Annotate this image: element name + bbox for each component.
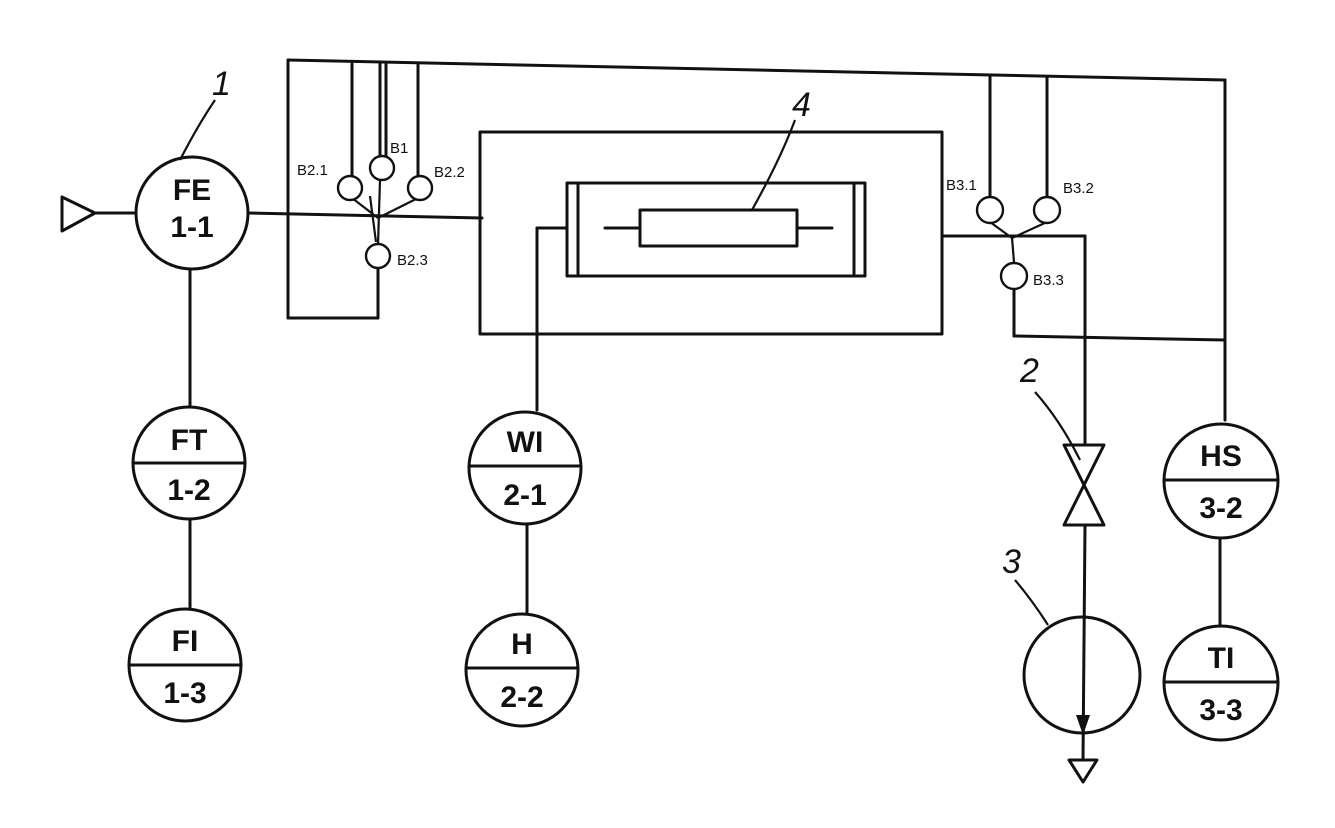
instrument-number: 1-2	[167, 474, 210, 507]
instrument-fe-1-1: FE 1-1	[134, 155, 250, 271]
instrument-code: WI	[507, 426, 544, 459]
instrument-code: FI	[172, 625, 199, 658]
gate-valve-icon	[1062, 443, 1106, 527]
valve-b3-3: B3.3	[999, 261, 1064, 291]
instrument-number: 1-1	[170, 211, 213, 244]
valve-b2-3: B2.3	[364, 242, 428, 270]
valve-b2-2: B2.2	[406, 164, 465, 202]
valve-label: B3.3	[1033, 272, 1064, 289]
instrument-number: 3-3	[1199, 694, 1242, 727]
instrument-h-2-2: H 2-2	[464, 612, 580, 728]
callout-3: 3	[1002, 543, 1049, 626]
valve-b3-2: B3.2	[1032, 180, 1094, 225]
instrument-code: HS	[1200, 440, 1242, 473]
instrument-code: H	[511, 628, 533, 661]
callout-number: 2	[1019, 352, 1039, 390]
instrument-number: 2-2	[500, 681, 543, 714]
valve-b1: B1	[368, 140, 408, 182]
instrument-number: 1-3	[163, 677, 206, 710]
instrument-fi-1-3: FI 1-3	[127, 607, 243, 723]
outlet-arrow	[1067, 715, 1099, 784]
valve-label: B3.2	[1063, 180, 1094, 197]
piping-lines	[93, 58, 1227, 762]
callout-2: 2	[1019, 352, 1081, 461]
instrument-ti-3-3: TI 3-3	[1162, 624, 1280, 742]
callout-number: 3	[1002, 543, 1021, 581]
valve-label: B2.1	[297, 162, 328, 179]
instrument-ft-1-2: FT 1-2	[131, 405, 247, 521]
instrument-hs-3-2: HS 3-2	[1162, 422, 1280, 540]
instrument-wi-2-1: WI 2-1	[467, 410, 583, 526]
instrument-number: 2-1	[503, 479, 546, 512]
instrument-code: TI	[1208, 642, 1235, 675]
flow-meter-circle	[1022, 615, 1142, 735]
valve-label: B3.1	[946, 177, 977, 194]
instrument-code: FT	[171, 424, 208, 457]
callout-number: 1	[212, 65, 231, 103]
valve-label: B2.3	[397, 252, 428, 269]
callout-1: 1	[179, 65, 231, 161]
instrument-number: 3-2	[1199, 492, 1242, 525]
reactor-tube	[565, 181, 867, 278]
valve-b3-1: B3.1	[946, 177, 1005, 225]
valve-b2-1: B2.1	[297, 162, 364, 202]
callout-4: 4	[751, 86, 811, 211]
furnace-enclosure	[478, 130, 944, 336]
inlet-arrow	[60, 195, 97, 233]
instrument-code: FE	[173, 174, 211, 207]
valve-label: B2.2	[434, 164, 465, 181]
callout-number: 4	[792, 86, 811, 124]
valve-label: B1	[390, 140, 408, 157]
